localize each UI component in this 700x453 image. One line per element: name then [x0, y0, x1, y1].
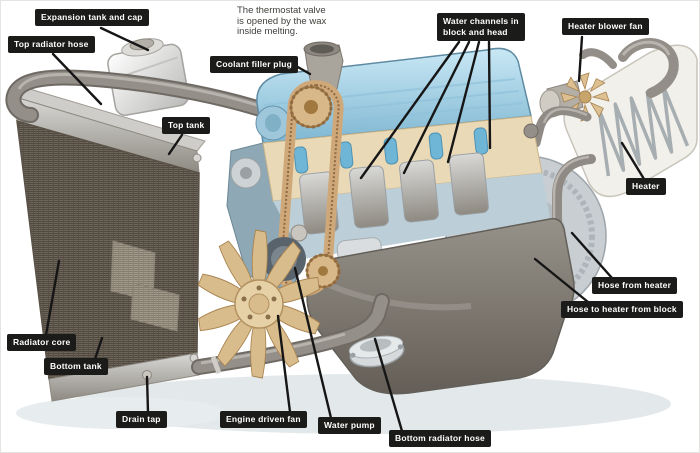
label-heater-blower-fan: Heater blower fan [562, 18, 649, 35]
note-thermostat-valve: The thermostat valve is opened by the wa… [237, 5, 327, 37]
label-top-radiator-hose: Top radiator hose [8, 36, 95, 53]
label-water-channels: Water channels in block and head [437, 13, 525, 41]
label-hose-from-heater: Hose from heater [592, 277, 678, 294]
label-engine-driven-fan: Engine driven fan [220, 411, 307, 428]
label-top-tank: Top tank [162, 117, 211, 134]
engine-fan-illustration [197, 229, 321, 379]
bottom-radiator-hose-illustration [191, 293, 390, 375]
leader-lines [44, 26, 646, 433]
top-radiator-hose-illustration [5, 69, 281, 123]
label-expansion-tank-and-cap: Expansion tank and cap [35, 9, 149, 26]
label-coolant-filler-plug: Coolant filler plug [210, 56, 299, 73]
label-radiator-core: Radiator core [7, 334, 77, 351]
water-channels-illustration [293, 127, 489, 174]
label-bottom-radiator-hose: Bottom radiator hose [389, 430, 491, 447]
label-hose-to-heater-from-block: Hose to heater from block [561, 301, 683, 318]
label-drain-tap: Drain tap [116, 411, 167, 428]
label-water-pump: Water pump [318, 417, 381, 434]
label-heater: Heater [626, 178, 666, 195]
radiator-illustration [14, 86, 206, 402]
water-pump-illustration [348, 335, 405, 368]
label-bottom-tank: Bottom tank [44, 358, 108, 375]
